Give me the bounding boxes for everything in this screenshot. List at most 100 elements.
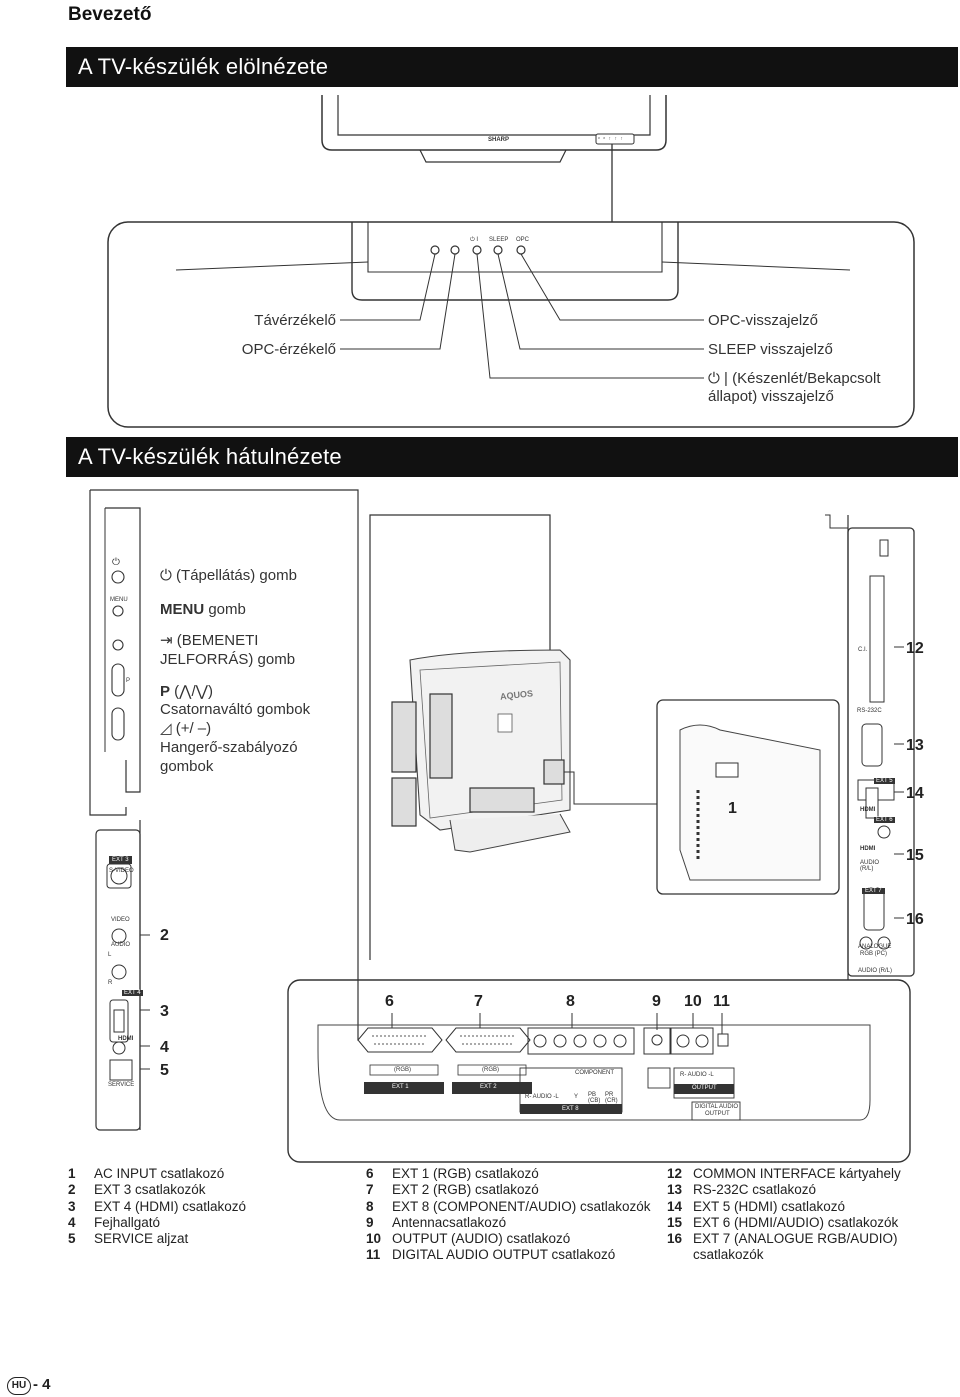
rgbpc-label: RGB (PC) (860, 951, 887, 957)
volume-button-desc-2: gombok (160, 758, 214, 775)
front-view-title: A TV-készülék elölnézete (66, 47, 958, 87)
ext1-rgb-label: (RGB) (394, 1067, 411, 1073)
pr-label: PR (CR) (605, 1092, 618, 1104)
input-button-text: ⇥ (BEMENETI (160, 632, 259, 649)
service-label: SERVICE (108, 1082, 135, 1088)
channel-button-desc: Csatornaváltó gombok (160, 701, 311, 718)
digital-output-label: OUTPUT (705, 1111, 730, 1117)
input-icon: ⇥ (160, 632, 177, 649)
output-audio-label: R- AUDIO -L (680, 1072, 714, 1078)
power-icon: ⏻ | (708, 370, 733, 387)
callout-6: 6 (385, 993, 394, 1010)
volume-button-text: ◿ (+/ –) (160, 720, 212, 737)
callout-7: 7 (474, 993, 483, 1010)
output-label: OUTPUT (692, 1085, 717, 1091)
ext8-label: EXT 8 (562, 1106, 579, 1112)
menu-button-text: MENU gomb (160, 601, 246, 618)
channel-button-text: P (⋀/⋁) (160, 683, 213, 700)
language-badge: HU (7, 1377, 31, 1395)
standby-indicator-text-2: állapot) visszajelző (708, 388, 834, 405)
input-button-text-2: JELFORRÁS) gomb (160, 651, 296, 668)
svideo-label: S-VIDEO (109, 868, 134, 874)
callout-9: 9 (652, 993, 661, 1010)
audio-label: AUDIO (111, 942, 131, 948)
standby-indicator-text: ⏻ | (Készenlét/Bekapcsolt (708, 370, 881, 387)
opc-indicator-text: OPC-visszajelző (708, 312, 819, 329)
sleep-indicator-text: SLEEP visszajelző (708, 341, 833, 358)
digital-audio-label: DIGITAL AUDIO (695, 1104, 739, 1110)
callout-16: 16 (906, 911, 924, 928)
callout-3: 3 (160, 1003, 169, 1020)
ext6-label: EXT 6 (874, 817, 895, 823)
ext6-hdmi-logo: HDMI (860, 846, 876, 852)
callout-10: 10 (684, 993, 702, 1010)
front-indicator-glyphs: ᵒ ᵒ ↑ ↑ ↑ (598, 136, 624, 142)
callout-5: 5 (160, 1062, 169, 1079)
callout-13: 13 (906, 737, 924, 754)
page-number: - 4 (33, 1376, 51, 1393)
ext7-label: EXT 7 (862, 888, 885, 894)
power-icon: ⏻ (160, 567, 177, 584)
callout-8: 8 (566, 993, 575, 1010)
component-label: COMPONENT (575, 1070, 614, 1076)
ext2-rgb-label: (RGB) (482, 1067, 499, 1073)
opc-indicator-label: OPC (516, 237, 530, 243)
front-view-diagram (107, 95, 915, 428)
volume-button-desc: Hangerő-szabályozó (160, 739, 298, 756)
power-button-icon: ⏻ (112, 557, 120, 568)
legend-item: csatlakozók (693, 1247, 764, 1263)
audio-r-label: R (108, 980, 113, 986)
ext2-label: EXT 2 (480, 1084, 497, 1090)
callout-12: 12 (906, 640, 924, 657)
rs232c-label: RS-232C (857, 708, 882, 714)
callout-1: 1 (728, 800, 737, 817)
pb-label: PB (CB) (588, 1092, 601, 1104)
power-button-text: ⏻ (Tápellátás) gomb (160, 567, 297, 584)
ext3-label: EXT 3 (109, 856, 132, 864)
callout-14: 14 (906, 785, 924, 802)
volume-icon: ◿ (160, 720, 176, 737)
callout-2: 2 (160, 927, 169, 944)
power-indicator-icon: ⏻ I (470, 237, 479, 243)
analogue-label: ANALOGUE (858, 944, 892, 950)
hdmi-logo: HDMI (118, 1036, 134, 1042)
callout-4: 4 (160, 1039, 169, 1056)
rear-view-diagram (89, 489, 915, 1163)
rear-view-title: A TV-készülék hátulnézete (66, 437, 958, 477)
ext5-label: EXT 5 (874, 778, 895, 784)
section-title: Bevezető (68, 4, 152, 25)
callout-15: 15 (906, 847, 924, 864)
ext7-audio-label: AUDIO (R/L) (858, 968, 893, 974)
ext1-label: EXT 1 (392, 1084, 409, 1090)
y-label: Y (574, 1094, 579, 1100)
video-label: VIDEO (111, 917, 130, 923)
ext6-audio-label: AUDIO (R/L) (860, 860, 880, 872)
ext5-hdmi-logo: HDMI (860, 807, 876, 813)
opc-sensor-label: OPC-érzékelő (241, 341, 336, 358)
side-p-label: P (126, 678, 131, 684)
brand-logo: SHARP (488, 137, 510, 143)
remote-sensor-label: Távérzékelő (254, 312, 336, 329)
callout-11: 11 (713, 993, 730, 1010)
ci-label: C.I. (858, 647, 868, 653)
audio-l-label: L (108, 952, 112, 958)
